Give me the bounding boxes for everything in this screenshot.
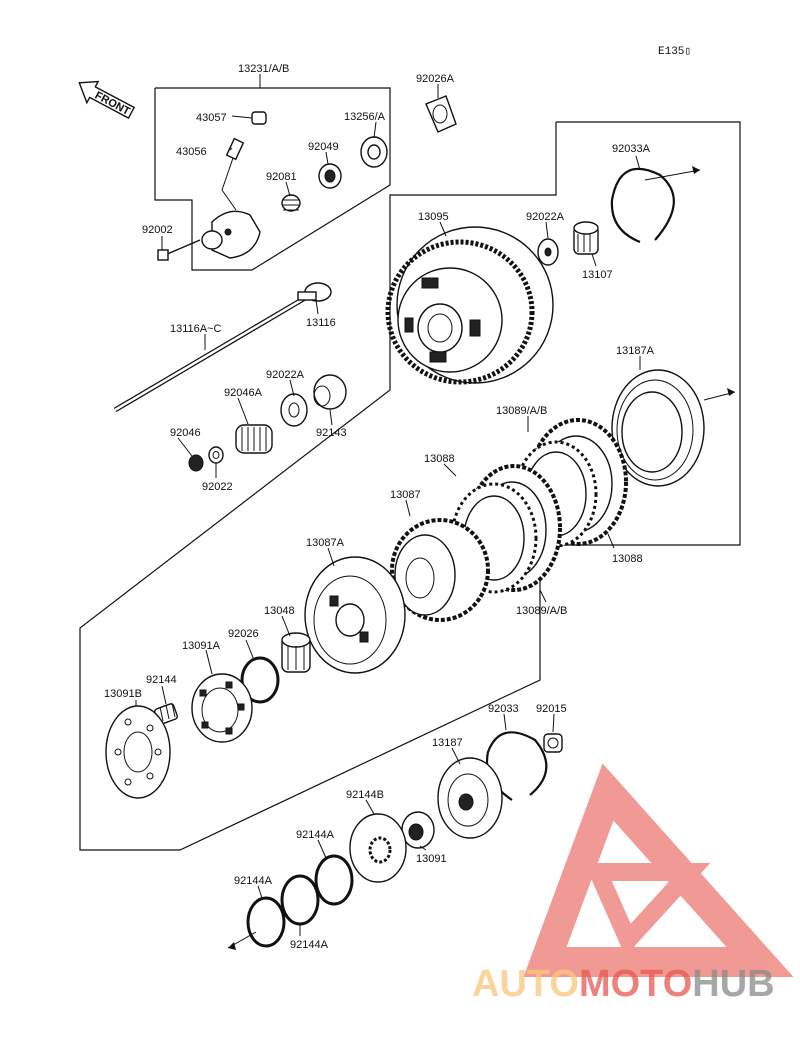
pressure-plate-bottom [437,757,503,839]
washer-92144A-3 [246,896,286,948]
bearing-13091 [401,811,435,849]
bearing-group [188,374,347,472]
label-92022: 92022 [202,481,233,493]
leader-lines [135,74,641,936]
label-13091: 13091 [416,853,447,865]
label-13048: 13048 [264,605,295,617]
label-92033: 92033 [488,703,519,715]
label-92022A-left: 92022A [266,369,305,381]
watermark-text: AUTOMOTOHUB [472,963,775,1005]
label-13107: 13107 [582,269,613,281]
label-13256: 13256/A [344,111,386,123]
label-92144: 92144 [146,674,177,686]
plate-13091B [105,705,171,799]
label-13089-top: 13089/A/B [496,405,547,417]
label-92144A-1: 92144A [296,829,335,841]
label-92026: 92026 [228,628,259,640]
label-13187: 13187 [432,737,463,749]
label-92022A-right: 92022A [526,211,565,223]
label-13091B: 13091B [104,688,142,700]
label-92144B: 92144B [346,789,384,801]
label-43057: 43057 [196,112,227,124]
label-13095: 13095 [418,211,449,223]
label-92049: 92049 [308,141,339,153]
label-92081: 92081 [266,171,297,183]
pushrod-holder-group [157,95,457,261]
damper-13091A [191,673,253,743]
group-frame-top [154,87,391,271]
label-13087: 13087 [390,489,421,501]
label-92046A: 92046A [224,387,263,399]
label-92026A: 92026A [416,73,455,85]
spring-plate-92144B [349,813,407,883]
gear-13048 [281,632,311,673]
pressure-plate-top [611,369,705,487]
watermark-auto: AUTO [472,963,579,1005]
clutch-housing [385,226,554,385]
label-13089-bottom: 13089/A/B [516,605,567,617]
label-13088-bottom: 13088 [612,553,643,565]
label-13116A: 13116A~C [170,323,222,335]
front-label: FRONT [93,90,132,119]
washer-92144A-1 [314,854,354,906]
group-frame-main [79,121,741,851]
hub-plate [304,556,406,674]
label-13116: 13116 [306,317,336,329]
watermark-hub: HUB [692,963,774,1005]
label-92143: 92143 [316,427,347,439]
label-92046: 92046 [170,427,201,439]
label-13231: 13231/A/B [238,63,289,75]
label-13091A: 13091A [182,640,221,652]
label-92144A-3: 92144A [290,939,329,951]
drawing-code: E135▯ [658,46,691,58]
label-13187A: 13187A [616,345,655,357]
ring-92026 [240,656,280,704]
pushrod-group [113,282,332,413]
svg-text:AUTOMOTOHUB: AUTOMOTOHUB [472,963,775,1005]
washer-92144A-2 [280,874,320,926]
label-92015: 92015 [536,703,567,715]
label-92002: 92002 [142,224,173,236]
sleeve [573,221,599,255]
watermark-moto: MOTO [579,963,692,1005]
watermark-logo [523,763,794,977]
part-labels: 13231/A/B 92026A 43057 13256/A 43056 920… [104,63,655,951]
label-92144A-2: 92144A [234,875,273,887]
nut-92015 [543,733,563,753]
front-arrow-icon: FRONT [78,80,136,120]
label-43056: 43056 [176,146,207,158]
clutch-hub [390,518,490,622]
label-13088-top: 13088 [424,453,455,465]
label-13087A: 13087A [306,537,345,549]
label-92033A: 92033A [612,143,651,155]
circlip-top [610,167,675,244]
